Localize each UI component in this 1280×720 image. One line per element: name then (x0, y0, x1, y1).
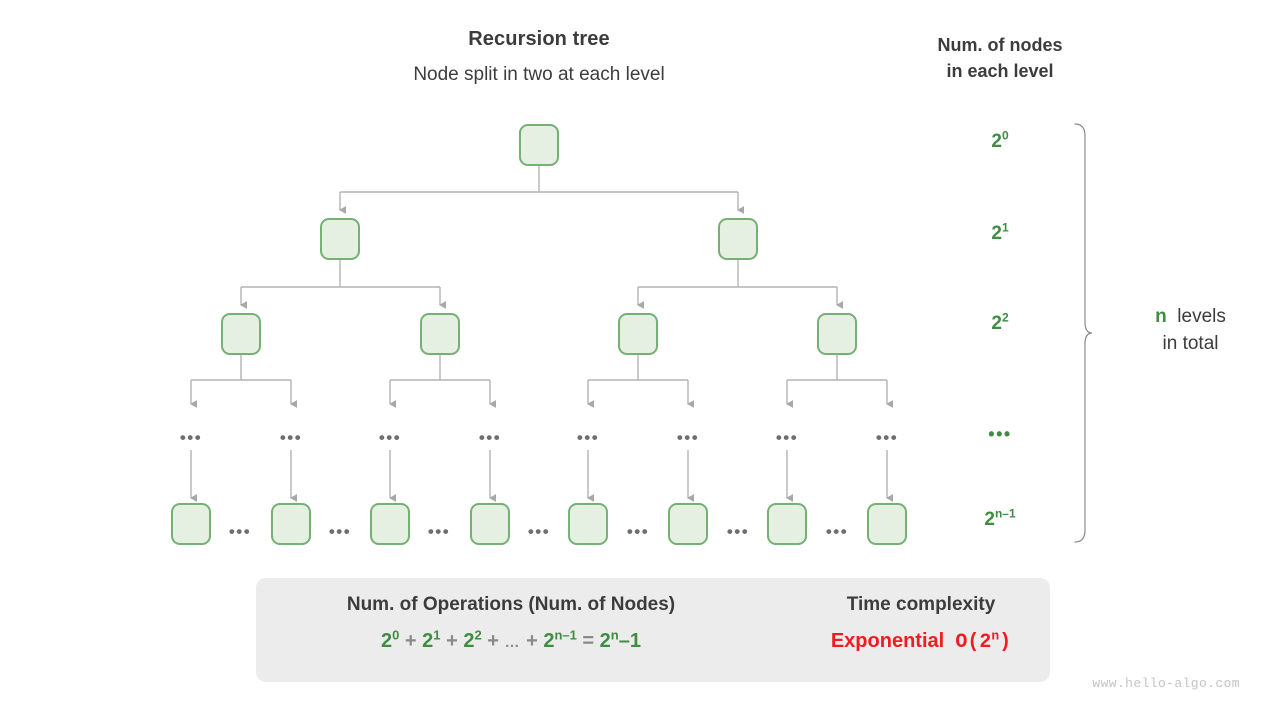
complexity-class-label: Exponential (830, 630, 945, 652)
summary-panel: Num. of Operations (Num. of Nodes) 20 + … (256, 578, 1050, 682)
level-count-label-ellipsis: ••• (988, 424, 1012, 444)
nodes-per-level-heading-line2: in each level (946, 61, 1054, 81)
tree-node (370, 503, 410, 545)
page-title: Recursion tree (468, 28, 610, 50)
formula-ellipsis: … (504, 634, 521, 651)
levels-total-word: in total (1162, 333, 1219, 354)
formula-plus: + (487, 630, 499, 652)
watermark: www.hello-algo.com (1092, 676, 1240, 691)
formula-plus: + (404, 630, 417, 652)
bottom-row-ellipsis: ••• (626, 522, 650, 541)
bottom-row-ellipsis: ••• (228, 522, 252, 541)
level-count-label-1: 21 (955, 220, 1045, 245)
tree-ellipsis: ••• (279, 428, 303, 447)
time-complexity-value: Exponential O(2n) (801, 628, 1041, 654)
level-count-base: 2 (991, 223, 1002, 244)
formula-result: 2n–1 (599, 627, 641, 652)
level-count-label-2: 22 (955, 310, 1045, 335)
operations-heading: Num. of Operations (Num. of Nodes) (346, 594, 676, 615)
level-count-label-0: 20 (955, 128, 1045, 153)
formula-equals: = (582, 630, 595, 652)
formula-plus: + (446, 630, 458, 652)
tree-node (817, 313, 857, 355)
tree-ellipsis: ••• (676, 428, 700, 447)
tree-node (568, 503, 608, 545)
tree-node (271, 503, 311, 545)
tree-ellipsis: ••• (875, 428, 899, 447)
nodes-per-level-heading-line1: Num. of nodes (937, 35, 1063, 55)
tree-ellipsis: ••• (179, 428, 203, 447)
level-count-base: 2 (991, 131, 1002, 152)
tree-node (618, 313, 658, 355)
tree-node (867, 503, 907, 545)
tree-node (668, 503, 708, 545)
tree-node (519, 124, 559, 166)
bottom-row-ellipsis: ••• (527, 522, 551, 541)
level-count-exponent: 1 (1001, 220, 1009, 235)
formula-plus: + (526, 630, 538, 652)
level-count-exponent: n–1 (994, 506, 1016, 521)
tree-node (320, 218, 360, 260)
level-count-exponent: 0 (1001, 128, 1009, 143)
levels-n-symbol: n (1155, 306, 1167, 327)
formula-term-1: 21 (422, 627, 441, 652)
time-complexity-heading: Time complexity (846, 594, 996, 615)
tree-node (470, 503, 510, 545)
bottom-row-ellipsis: ••• (427, 522, 451, 541)
tree-ellipsis: ••• (478, 428, 502, 447)
page-subtitle: Node split in two at each level (413, 64, 665, 85)
formula-term-4: 2n–1 (543, 627, 577, 652)
tree-ellipsis: ••• (775, 428, 799, 447)
tree-ellipsis: ••• (378, 428, 402, 447)
levels-word: levels (1177, 306, 1226, 327)
operations-formula: 20 + 21 + 22 + … + 2n–1 = 2n–1 (266, 627, 756, 653)
big-o-notation: O(2n) (955, 628, 1012, 654)
level-count-base: 2 (984, 509, 995, 530)
tree-node (420, 313, 460, 355)
level-count-label-n-1: 2n–1 (955, 506, 1045, 531)
tree-node (718, 218, 758, 260)
tree-node (171, 503, 211, 545)
tree-node (221, 313, 261, 355)
formula-term-2: 22 (463, 627, 482, 652)
bottom-row-ellipsis: ••• (825, 522, 849, 541)
bottom-row-ellipsis: ••• (328, 522, 352, 541)
bottom-row-ellipsis: ••• (726, 522, 750, 541)
total-levels-annotation: n levels in total (1103, 303, 1278, 357)
tree-node (767, 503, 807, 545)
level-count-base: 2 (991, 313, 1002, 334)
level-count-exponent: 2 (1001, 310, 1009, 325)
nodes-per-level-heading: Num. of nodes in each level (890, 32, 1110, 84)
formula-term-0: 20 (381, 627, 400, 652)
tree-ellipsis: ••• (576, 428, 600, 447)
